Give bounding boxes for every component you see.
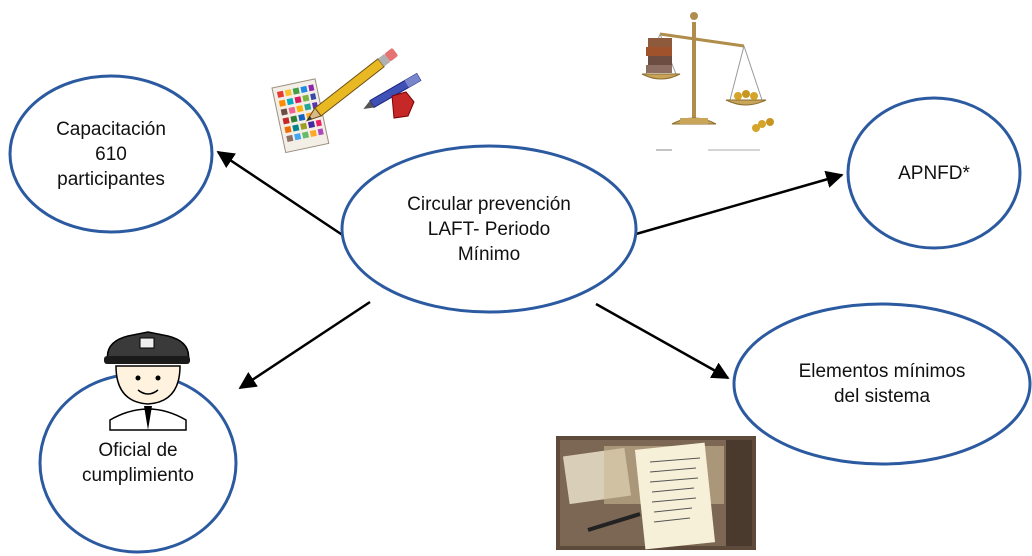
pencils-palette-icon	[271, 48, 422, 154]
checklist-desk-icon	[556, 436, 756, 550]
center-node: Circular prevención LAFT- Periodo Mínimo	[342, 146, 636, 312]
apnfd-node: APNFD*	[848, 98, 1020, 248]
center-ellipse	[340, 144, 638, 314]
oficial-node: Oficial de cumplimiento	[40, 374, 236, 552]
police-officer-icon	[104, 331, 190, 431]
apnfd-ellipse	[846, 96, 1022, 250]
elementos-ellipse	[732, 302, 1032, 466]
arrow-to-elementos	[595, 302, 730, 380]
capacitacion-node: Capacitación 610 participantes	[10, 76, 212, 232]
oficial-node-label: Oficial de cumplimiento	[82, 440, 194, 486]
elementos-node: Elementos mínimos del sistema	[734, 304, 1030, 464]
apnfd-node-label: APNFD*	[898, 162, 970, 184]
center-node-label: Circular prevención LAFT- Periodo Mínimo	[407, 193, 571, 265]
elementos-node-label: Elementos mínimos del sistema	[798, 361, 966, 407]
balance-scale-icon	[641, 12, 774, 151]
arrow-to-capacitacion	[216, 150, 345, 238]
capacitacion-ellipse	[8, 74, 214, 234]
capacitacion-node-label: Capacitación 610 participantes	[56, 118, 166, 190]
arrow-to-apnfd	[635, 170, 844, 236]
arrow-to-oficial	[238, 300, 371, 390]
